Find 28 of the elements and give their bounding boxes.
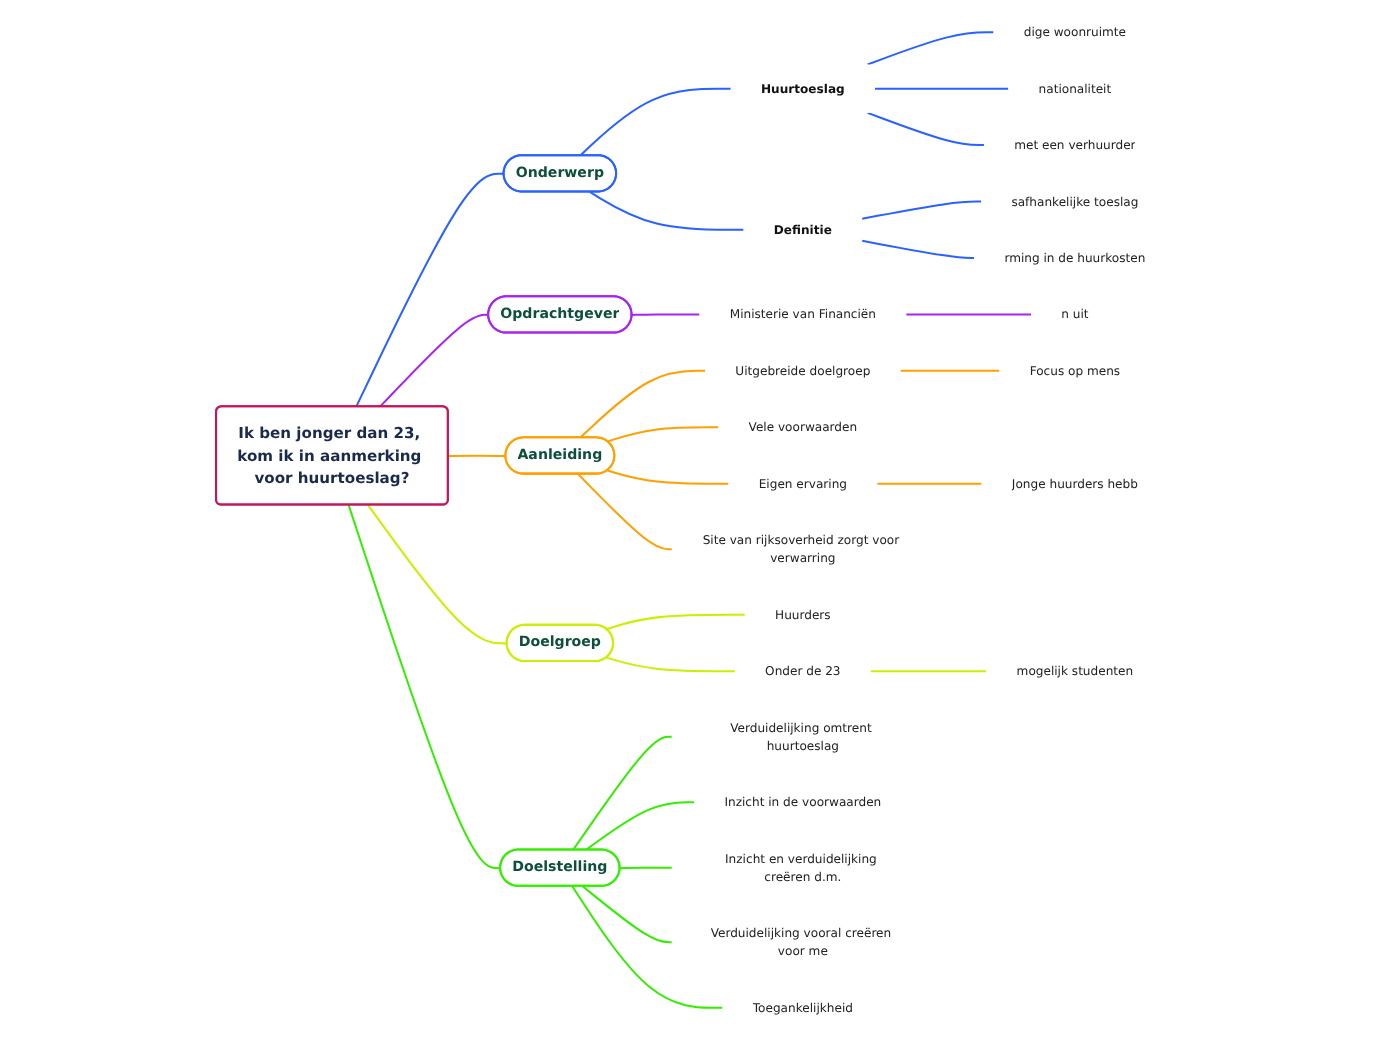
connector (347, 504, 501, 870)
connector (862, 200, 982, 220)
connector (607, 469, 729, 485)
connector (620, 866, 672, 870)
connector (606, 656, 736, 673)
connector (632, 313, 700, 316)
connector (606, 613, 745, 631)
connector (906, 313, 1032, 316)
connector (572, 735, 672, 851)
connector (582, 885, 672, 944)
connector (877, 482, 982, 485)
connector (367, 504, 508, 645)
connector (867, 111, 985, 147)
connector (379, 313, 489, 408)
connector (448, 454, 507, 457)
connector (589, 191, 744, 231)
connector (571, 885, 723, 1009)
connector (875, 87, 1009, 90)
connector (870, 670, 987, 673)
connector (577, 473, 672, 551)
connector (867, 31, 994, 66)
connector (579, 369, 706, 439)
connector (355, 172, 505, 408)
connector (900, 369, 1000, 372)
connector (579, 87, 731, 157)
connector (862, 239, 975, 259)
connector (585, 801, 695, 851)
connector (607, 426, 719, 443)
